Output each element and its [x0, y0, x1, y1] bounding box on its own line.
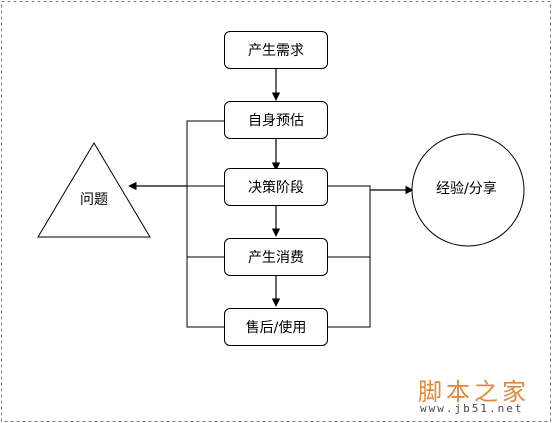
experience-label: 经验/分享: [436, 181, 497, 197]
watermark-brand: 脚本之家: [418, 378, 530, 406]
left-bracket: [186, 120, 224, 328]
experience-circle: [411, 133, 525, 247]
node-demand: 产生需求: [224, 31, 328, 69]
node-self-assess: 自身预估: [224, 101, 328, 139]
node-consume: 产生消费: [224, 238, 328, 276]
problem-label: 问题: [80, 192, 108, 208]
node-after-sale: 售后/使用: [224, 308, 328, 346]
watermark-url: www.jb51.net: [420, 402, 524, 415]
node-decision: 决策阶段: [224, 168, 328, 206]
problem-triangle: [37, 142, 151, 238]
